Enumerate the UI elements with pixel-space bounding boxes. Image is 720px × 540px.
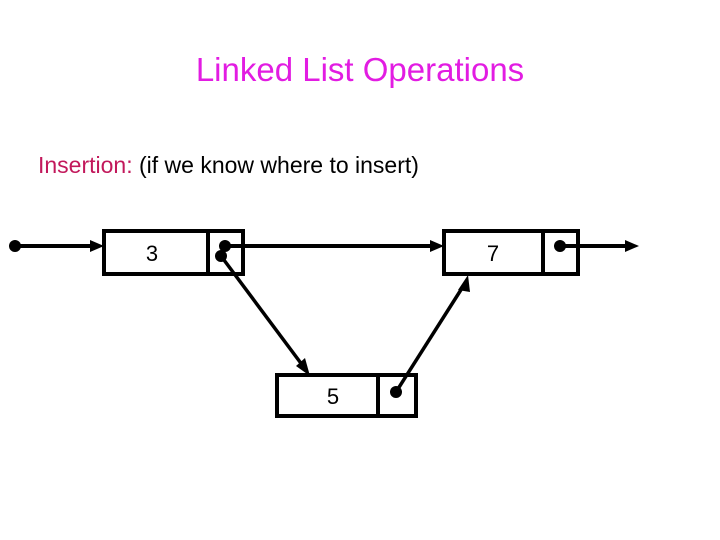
head-pointer-edge bbox=[9, 240, 104, 252]
edge-5-to-7-arrowhead bbox=[458, 275, 470, 292]
node-7-box bbox=[442, 229, 580, 276]
node-3-box bbox=[102, 229, 245, 276]
head-pointer-arrowhead bbox=[90, 240, 104, 252]
edge-7-to-next-arrowhead bbox=[625, 240, 639, 252]
edge-3-to-7-arrowhead bbox=[430, 240, 444, 252]
node-3-value: 3 bbox=[146, 241, 158, 266]
edge-3-to-7 bbox=[219, 240, 444, 252]
page-title: Linked List Operations bbox=[195, 51, 525, 88]
edge-5-to-7-line bbox=[394, 284, 466, 393]
node-5-value: 5 bbox=[327, 384, 339, 409]
node-7: 7 bbox=[442, 229, 580, 276]
edge-5-to-7 bbox=[390, 275, 470, 398]
edge-3-to-5-line bbox=[219, 254, 305, 368]
node-7-value: 7 bbox=[487, 241, 499, 266]
edge-3-to-5-arrowhead bbox=[296, 358, 310, 376]
subtitle-line: Insertion: (if we know where to insert) bbox=[38, 150, 419, 180]
edge-7-to-next bbox=[554, 240, 639, 252]
edge-3-to-5 bbox=[215, 250, 310, 376]
subtitle-description: (if we know where to insert) bbox=[132, 152, 419, 178]
node-3: 3 bbox=[102, 229, 245, 276]
subtitle-label: Insertion: bbox=[38, 152, 133, 178]
